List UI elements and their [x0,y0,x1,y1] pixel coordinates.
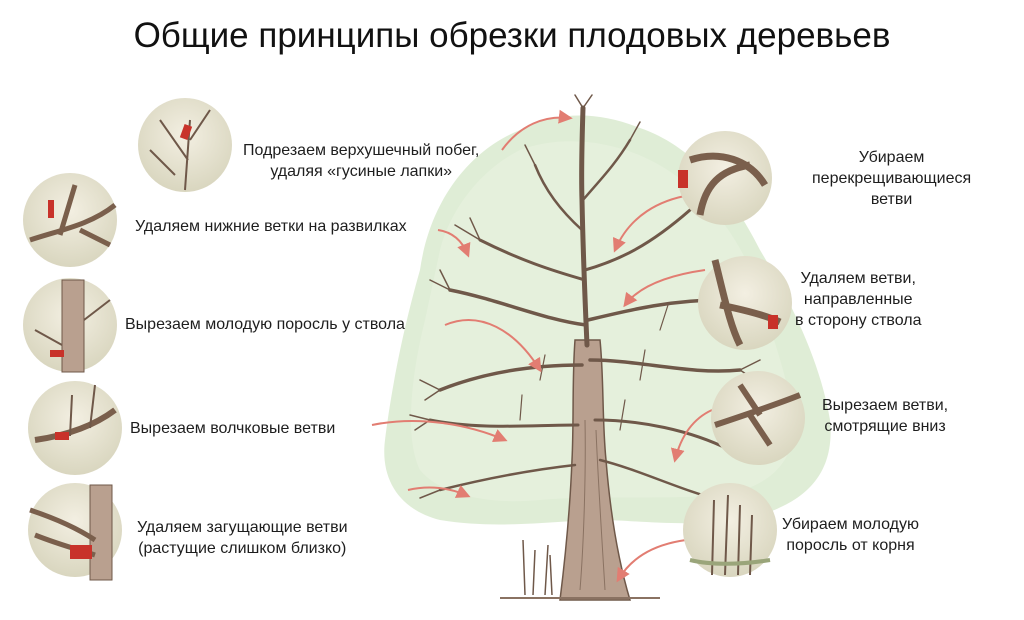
tip-line: в сторону ствола [795,312,922,329]
tip-line: (растущие слишком близко) [138,540,347,557]
vignette-dense-branches [28,483,122,581]
tree-trunk [559,339,632,601]
tip-water-sprouts: Вырезаем волчковые ветви [130,418,335,439]
tip-downward: Вырезаем ветви, смотрящие вниз [822,395,948,437]
tip-line: Удаляем нижние ветки на развилках [135,218,407,235]
vignette-inward [698,256,792,350]
tip-line: Вырезаем молодую поросль у ствола [125,316,405,333]
tip-root-suckers: Убираем молодую поросль от корня [782,514,919,556]
root-suckers [522,539,553,596]
tip-line: удаляя «гусиные лапки» [270,163,453,180]
tip-top-shoot: Подрезаем верхушечный побег, удаляя «гус… [243,140,479,182]
vignette-lower-fork [23,173,117,267]
page-title: Общие принципы обрезки плодовых деревьев [133,16,891,55]
vignette-crossing [678,131,772,225]
tip-crossing: Убираем перекрещивающиеся ветви [812,147,971,210]
tip-dense-branches: Удаляем загущающие ветви (растущие слишк… [137,517,348,559]
tip-line: Убираем [858,149,925,166]
pointer-arrows [371,109,713,583]
tip-inward: Удаляем ветви, направленные в сторону ст… [795,268,922,331]
tip-line: смотрящие вниз [824,418,946,435]
tip-line: перекрещивающиеся [812,170,972,187]
vignette-downward [711,371,805,465]
vignette-trunk-growth [23,278,117,373]
tip-line: Убираем молодую [782,516,919,533]
vignette-water-sprouts [28,381,122,475]
tip-lower-fork: Удаляем нижние ветки на развилках [135,216,407,237]
tip-line: Удаляем загущающие ветви [137,519,348,536]
tip-line: Вырезаем волчковые ветви [130,420,336,437]
tip-line: Подрезаем верхушечный побег, [243,142,480,159]
tip-line: направленные [803,291,913,308]
vignette-root-suckers [683,483,777,577]
tip-line: ветви [870,191,913,208]
vignette-top-shoot [138,98,232,192]
tip-line: Вырезаем ветви, [822,397,949,414]
tip-trunk-growth: Вырезаем молодую поросль у ствола [125,314,405,335]
tip-line: Удаляем ветви, [800,270,916,287]
tip-line: поросль от корня [786,537,915,554]
